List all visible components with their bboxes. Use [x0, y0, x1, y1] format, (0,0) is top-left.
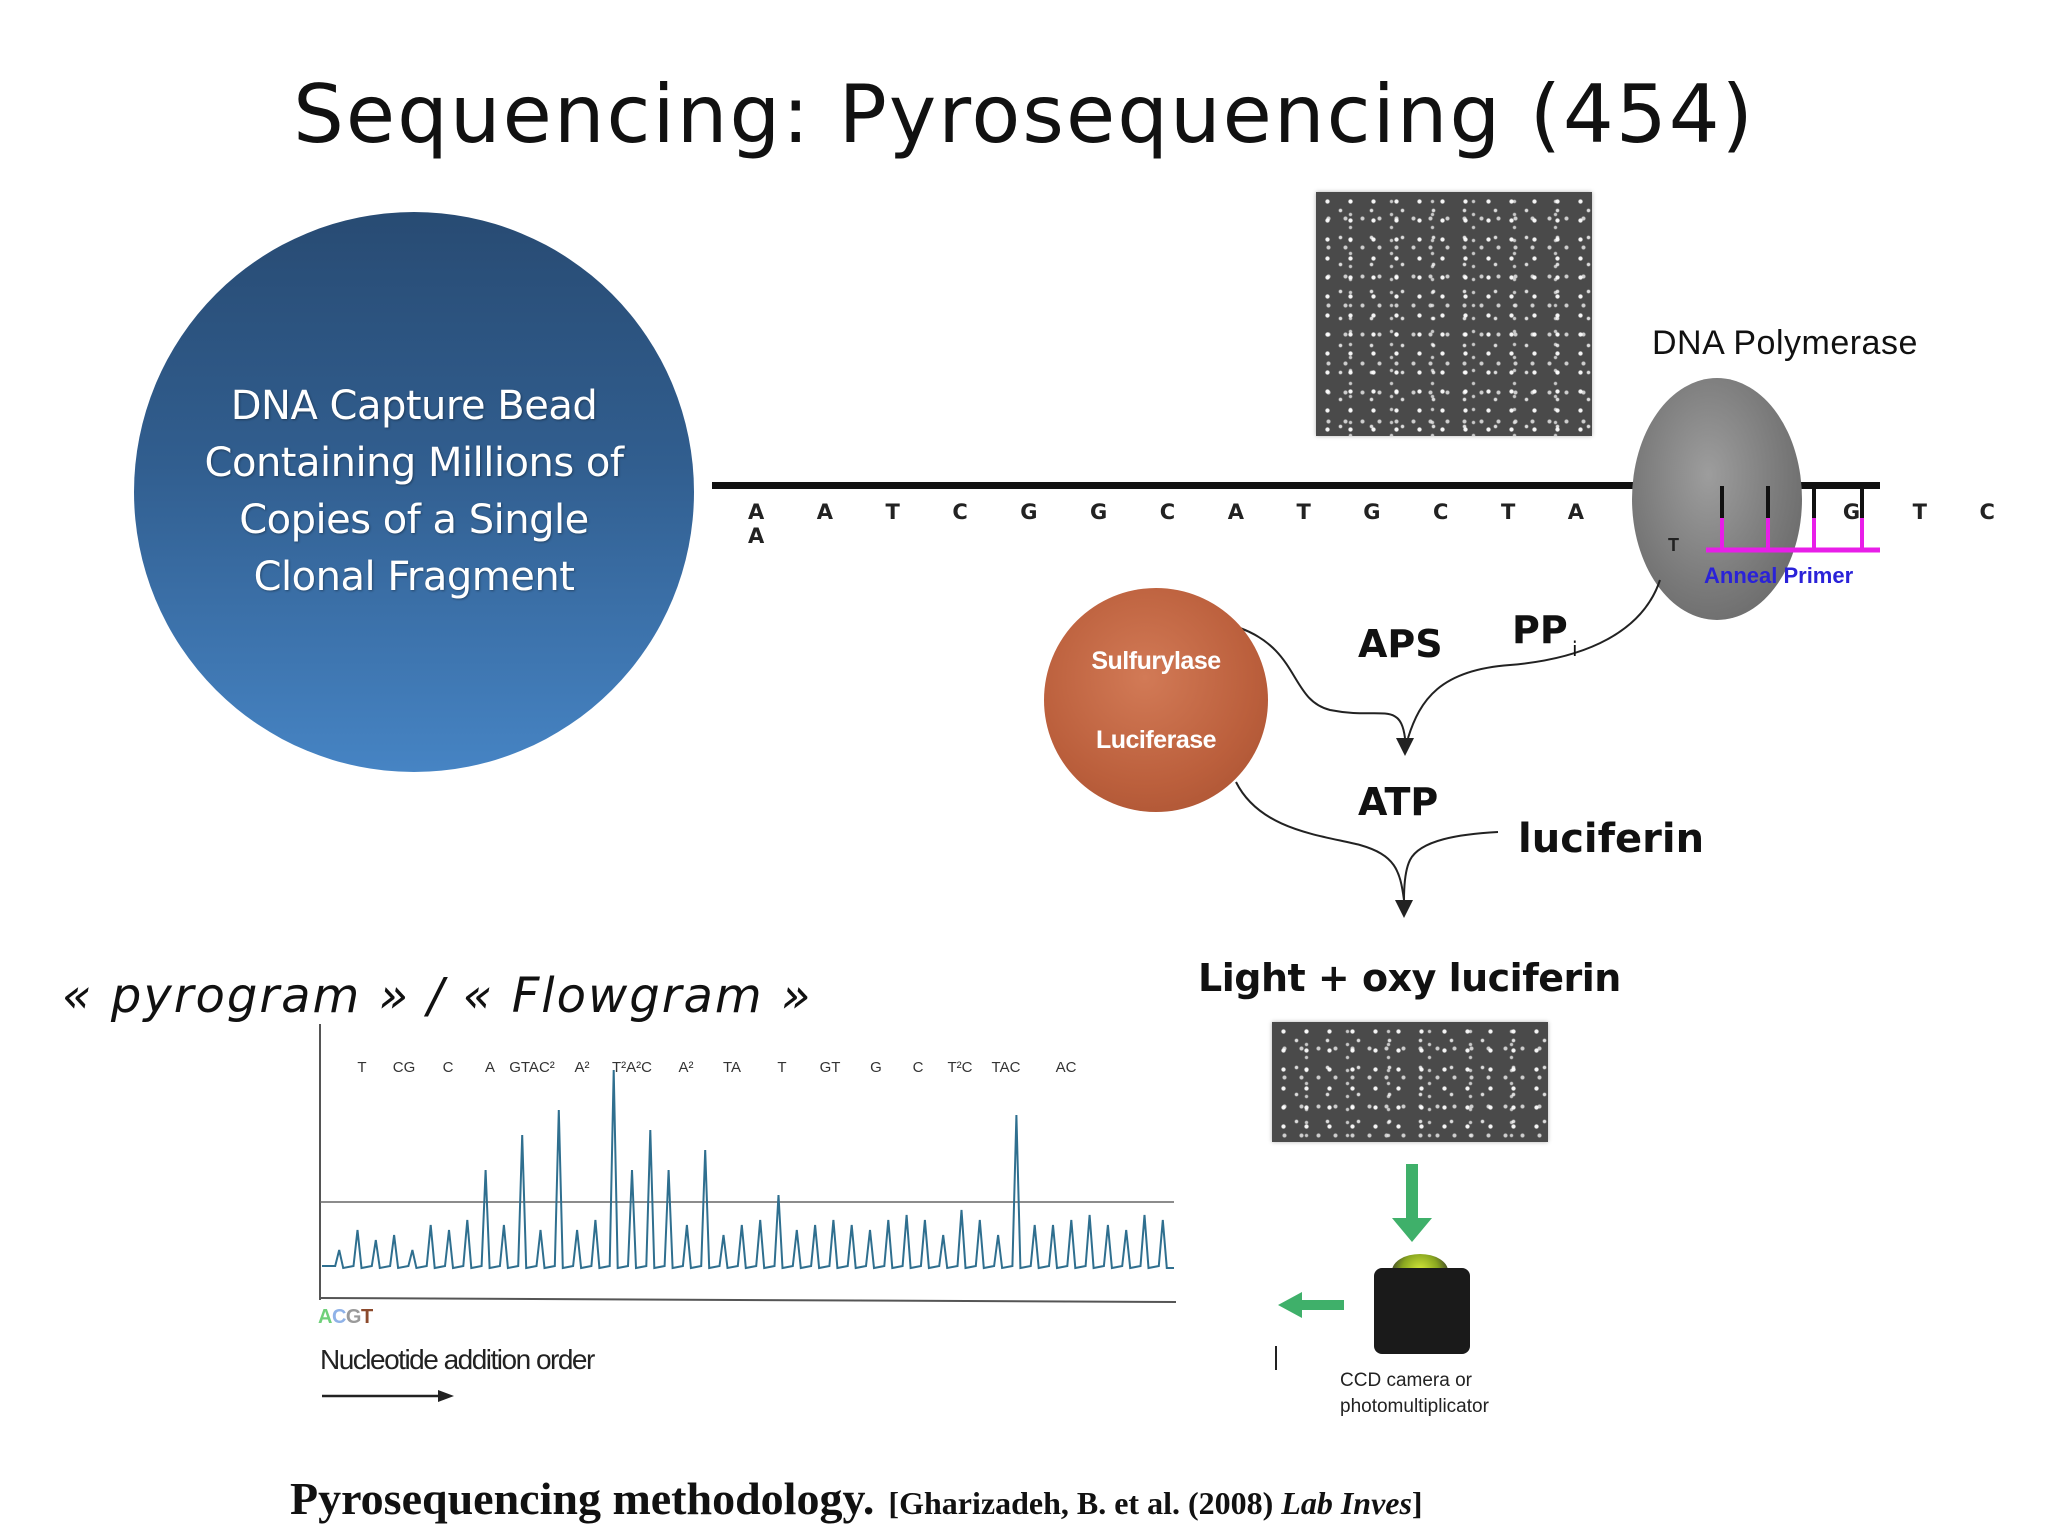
light-oxyluciferin-label: Light + oxy luciferin — [1198, 956, 1621, 1000]
peak-label: TAC — [992, 1059, 1021, 1076]
peak-label: C — [913, 1059, 924, 1076]
peak-label: TA — [723, 1059, 741, 1076]
bead-fluorescence-image-top — [1316, 192, 1592, 436]
acgt-c: C — [331, 1306, 346, 1328]
acgt-legend: ACGT — [318, 1306, 373, 1329]
chart-x-axis — [319, 1297, 1177, 1303]
enzyme-sulfurylase-label: Sulfurylase — [1091, 647, 1221, 675]
peak-label: T²C — [948, 1059, 973, 1076]
peak-label: A — [485, 1059, 495, 1076]
arrow-to-atp — [1396, 738, 1414, 756]
peak-label: GT — [820, 1059, 841, 1076]
atp-label: ATP — [1358, 780, 1439, 824]
ppi-label: PP — [1512, 608, 1568, 652]
peak-label: G — [870, 1059, 882, 1076]
peak-label: T — [777, 1059, 786, 1076]
green-down-arrow — [1392, 1164, 1432, 1242]
nucleotide-t-label: T — [1668, 535, 1679, 555]
bead-text: DNA Capture Bead Containing Millions of … — [204, 383, 624, 600]
dna-capture-bead: DNA Capture Bead Containing Millions of … — [134, 212, 694, 772]
citation-title: Pyrosequencing methodology. — [290, 1473, 875, 1524]
dna-template-strand — [712, 482, 1880, 489]
citation-reference: [Gharizadeh, B. et al. (2008) — [888, 1485, 1282, 1521]
ppi-subscript: i — [1572, 637, 1578, 661]
peak-label: GTAC² — [509, 1059, 555, 1076]
pyrogram-flowgram-label: « pyrogram » / « Flowgram » — [62, 968, 813, 1024]
acgt-t: T — [360, 1306, 373, 1328]
green-left-arrow — [1278, 1292, 1344, 1318]
luciferin-label: luciferin — [1518, 816, 1705, 862]
nucleotide-order-label: Nucleotide addition order — [320, 1344, 595, 1375]
primer-strand — [1706, 486, 1880, 553]
bead-fluorescence-image-bottom — [1272, 1022, 1548, 1142]
ccd-camera-icon — [1374, 1268, 1470, 1354]
pyrogram-chart: T CG C A GTAC² A² T²A²C A² TA T GT G C T²C TAC AC — [319, 1024, 1177, 1303]
peak-label: A² — [679, 1059, 694, 1076]
slide-title: Sequencing: Pyrosequencing (454) — [293, 68, 1755, 161]
order-arrow-icon — [322, 1390, 454, 1402]
arrow-to-light — [1395, 900, 1413, 918]
acgt-a: A — [318, 1306, 332, 1328]
reaction-curves — [1235, 579, 1661, 901]
ccd-camera-label: CCD camera or photomultiplicator — [1340, 1370, 1489, 1417]
aps-label: APS — [1358, 622, 1443, 666]
peak-label: AC — [1056, 1059, 1077, 1076]
acgt-g: G — [345, 1306, 362, 1328]
peak-label: T — [357, 1059, 366, 1076]
anneal-primer-label: Anneal Primer — [1704, 563, 1854, 588]
peak-labels: T CG C A GTAC² A² T²A²C A² TA T GT G C T²C TAC AC — [357, 1059, 1076, 1076]
dna-polymerase-label: DNA Polymerase — [1652, 324, 1918, 362]
peak-label: A² — [575, 1059, 590, 1076]
peak-label: T²A²C — [612, 1059, 652, 1076]
citation: Pyrosequencing methodology. [Gharizadeh, … — [290, 1472, 1423, 1525]
peak-label: CG — [393, 1059, 416, 1076]
sulfurylase-luciferase-enzyme — [1044, 588, 1268, 812]
enzyme-luciferase-label: Luciferase — [1095, 726, 1217, 754]
citation-close-bracket: ] — [1411, 1485, 1423, 1521]
peak-label: C — [443, 1059, 454, 1076]
pyrogram-trace — [322, 1069, 1174, 1270]
dna-polymerase-blob — [1632, 378, 1802, 620]
citation-journal: Lab Inves — [1281, 1485, 1412, 1521]
